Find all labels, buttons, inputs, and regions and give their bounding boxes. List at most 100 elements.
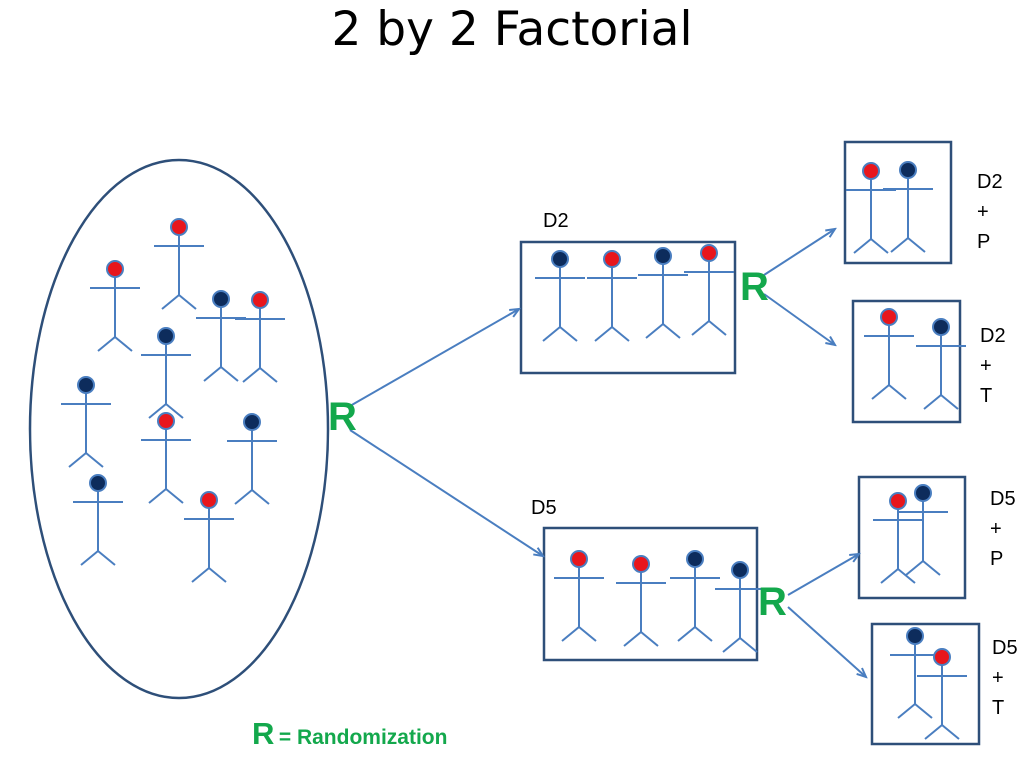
red-head-icon	[251, 291, 269, 309]
d2-arm-figure-icon	[684, 244, 734, 336]
figure-right-leg	[897, 568, 916, 584]
d5-t-box	[870, 622, 981, 746]
navy-head-icon	[731, 561, 749, 579]
figure-right-leg	[220, 366, 239, 382]
figure-left-leg	[853, 238, 872, 254]
randomization-marker-d5: R	[758, 580, 787, 624]
figure-left-leg	[68, 452, 87, 468]
figure-left-leg	[880, 568, 899, 584]
d5-p-label-line2: +	[990, 518, 1002, 540]
d2-arm-figure-icon	[638, 247, 688, 339]
figure-right-leg	[208, 567, 227, 583]
d2-arm-label: D2	[543, 210, 569, 232]
figure-right-leg	[611, 326, 630, 342]
figure-left-leg	[722, 637, 741, 653]
d2-p-label-line2: +	[977, 201, 989, 223]
red-head-icon	[933, 648, 951, 666]
d5-arm-label: D5	[531, 497, 557, 519]
population-figure-icon	[61, 376, 111, 468]
figure-right-leg	[165, 403, 184, 419]
randomization-legend: R = Randomization	[252, 716, 447, 752]
d5-arm-figure-icon	[554, 550, 604, 642]
d5-arm-figure-icon	[670, 550, 720, 642]
red-head-icon	[106, 260, 124, 278]
d2-arm-box	[519, 240, 737, 375]
page-title: 2 by 2 Factorial	[331, 2, 693, 57]
d2-p-label-line3: P	[977, 231, 991, 253]
d5-p-box	[857, 475, 967, 600]
d2-p-label: D2 + P	[977, 167, 1017, 257]
d2-t-label-line3: T	[980, 385, 993, 407]
figure-right-leg	[940, 394, 959, 410]
figure-left-leg	[924, 724, 943, 740]
figure-right-leg	[888, 384, 907, 400]
navy-head-icon	[899, 161, 917, 179]
d2-t-label: D2 + T	[980, 321, 1020, 411]
figure-right-leg	[941, 724, 960, 740]
figure-right-leg	[739, 637, 758, 653]
red-head-icon	[862, 162, 880, 180]
navy-head-icon	[89, 474, 107, 492]
red-head-icon	[570, 550, 588, 568]
d2-arm-figure-icon	[587, 250, 637, 342]
d5-t-figure-icon	[917, 648, 967, 740]
arrow-to-d2-t	[763, 293, 835, 345]
d2-t-box	[851, 299, 962, 424]
figure-right-leg	[662, 323, 681, 339]
d2-p-label-line1: D2	[977, 171, 1003, 193]
population-figure-icon	[141, 412, 191, 504]
figure-right-leg	[85, 452, 104, 468]
figure-right-leg	[578, 626, 597, 642]
navy-head-icon	[932, 318, 950, 336]
figure-left-leg	[191, 567, 210, 583]
navy-head-icon	[906, 627, 924, 645]
population-figure-icon	[90, 260, 140, 352]
arrow-to-d5-p	[787, 554, 859, 596]
d5-t-label-line2: +	[992, 667, 1004, 689]
population-figure-icon	[196, 290, 246, 382]
figure-left-leg	[890, 237, 909, 253]
figure-right-leg	[694, 626, 713, 642]
figure-left-leg	[542, 326, 561, 342]
figure-right-leg	[559, 326, 578, 342]
figure-left-leg	[97, 336, 116, 352]
d2-t-figure-icon	[916, 318, 966, 410]
d5-t-label-line1: D5	[992, 637, 1018, 659]
population-figure-icon	[154, 218, 204, 310]
legend-symbol: R	[252, 716, 275, 751]
population-figure-icon	[235, 291, 285, 383]
red-head-icon	[170, 218, 188, 236]
randomization-marker-d2: R	[740, 265, 769, 309]
d2-t-label-line2: +	[980, 355, 992, 377]
red-head-icon	[632, 555, 650, 573]
arrow-to-d5	[349, 429, 543, 556]
arrow-to-d2	[349, 309, 519, 407]
d2-p-figure-icon	[846, 162, 896, 254]
figure-right-leg	[922, 560, 941, 576]
d5-t-figure-icon	[890, 627, 940, 719]
navy-head-icon	[243, 413, 261, 431]
red-head-icon	[157, 412, 175, 430]
d5-arm-figure-icon	[715, 561, 765, 653]
navy-head-icon	[914, 484, 932, 502]
navy-head-icon	[686, 550, 704, 568]
population-figure-icon	[227, 413, 277, 505]
red-head-icon	[700, 244, 718, 262]
arrow-to-d2-p	[763, 229, 835, 276]
d5-t-label: D5 + T	[992, 633, 1024, 723]
figure-left-leg	[561, 626, 580, 642]
navy-head-icon	[157, 327, 175, 345]
figure-left-leg	[677, 626, 696, 642]
navy-head-icon	[77, 376, 95, 394]
figure-left-leg	[905, 560, 924, 576]
figure-right-leg	[114, 336, 133, 352]
population-figure-icon	[184, 491, 234, 583]
d2-p-box	[843, 140, 953, 265]
figure-right-leg	[708, 320, 727, 336]
figure-right-leg	[870, 238, 889, 254]
population-figure-icon	[73, 474, 123, 566]
figure-left-leg	[871, 384, 890, 400]
figure-right-leg	[914, 703, 933, 719]
d5-arm-box	[542, 526, 759, 662]
randomization-marker-main: R	[328, 395, 357, 439]
